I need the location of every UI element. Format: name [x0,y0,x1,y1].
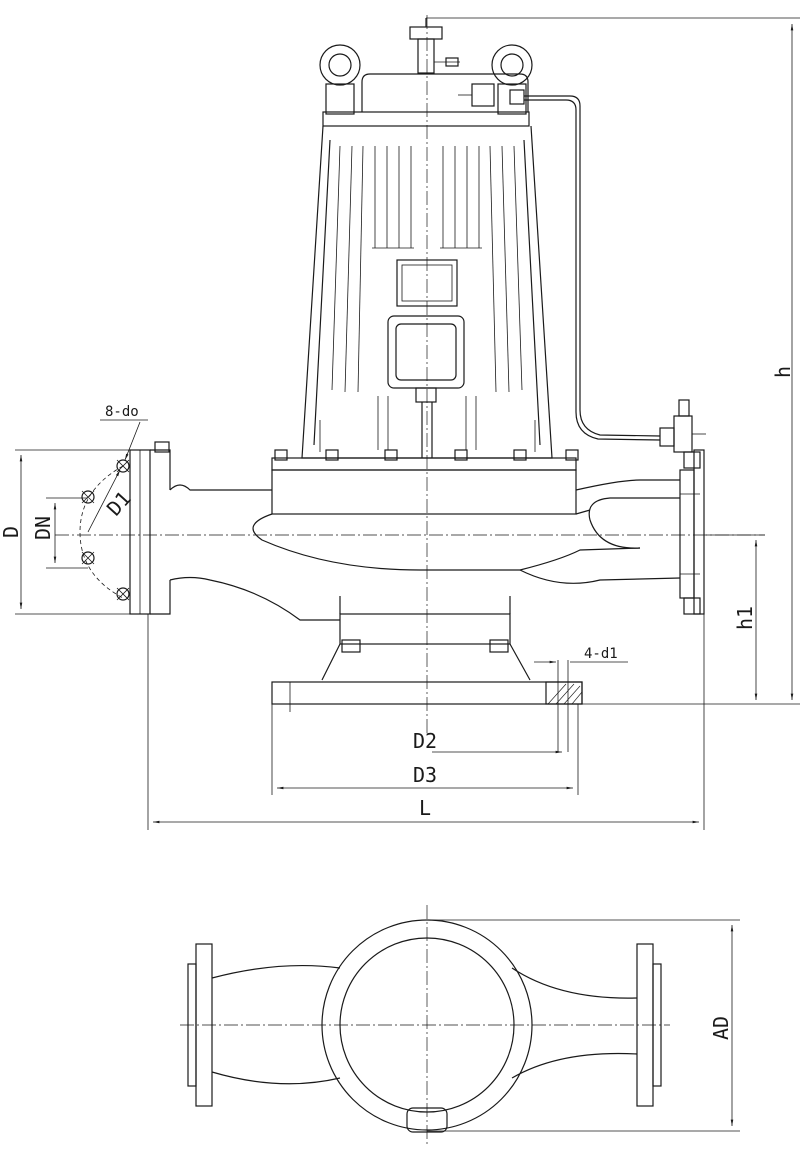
terminal-box [387,315,465,389]
dim-h1: h1 [706,534,765,700]
label-bolt-holes: 8-do [105,404,139,420]
lifting-eye-left [319,44,361,115]
label-L: L [419,796,431,820]
dim-D1: D1 [87,469,136,533]
plan-view: AD [180,905,740,1145]
dim-L: L [147,614,705,830]
label-h: h [771,366,795,378]
dim-h: h [426,17,800,705]
pump-casing [169,469,681,681]
inlet-flange [79,441,171,615]
dim-D3: D3 [271,704,579,795]
label-D2: D2 [413,729,437,753]
dim-bolt-holes: 8-do [100,404,148,461]
dim-D: D [0,449,130,615]
dim-anchor-holes: 4-d1 [534,646,628,664]
dim-DN: DN [31,497,88,569]
pressure-tube [458,83,706,453]
air-valve [409,18,460,74]
label-anchor-holes: 4-d1 [584,646,618,662]
dim-AD: AD [427,919,740,1132]
name-plate [396,259,458,307]
base-plate [271,660,583,752]
label-D: D [0,526,23,538]
lifting-eye-right [491,44,533,115]
label-D1: D1 [102,486,136,520]
label-AD: AD [709,1016,733,1040]
label-D3: D3 [413,763,437,787]
label-h1: h1 [733,606,757,630]
label-DN: DN [31,516,55,540]
flange-bolts [274,449,579,461]
dim-D2: D2 [413,729,562,754]
front-elevation: h h1 D DN D1 [0,15,800,830]
outlet-flange [679,449,705,615]
